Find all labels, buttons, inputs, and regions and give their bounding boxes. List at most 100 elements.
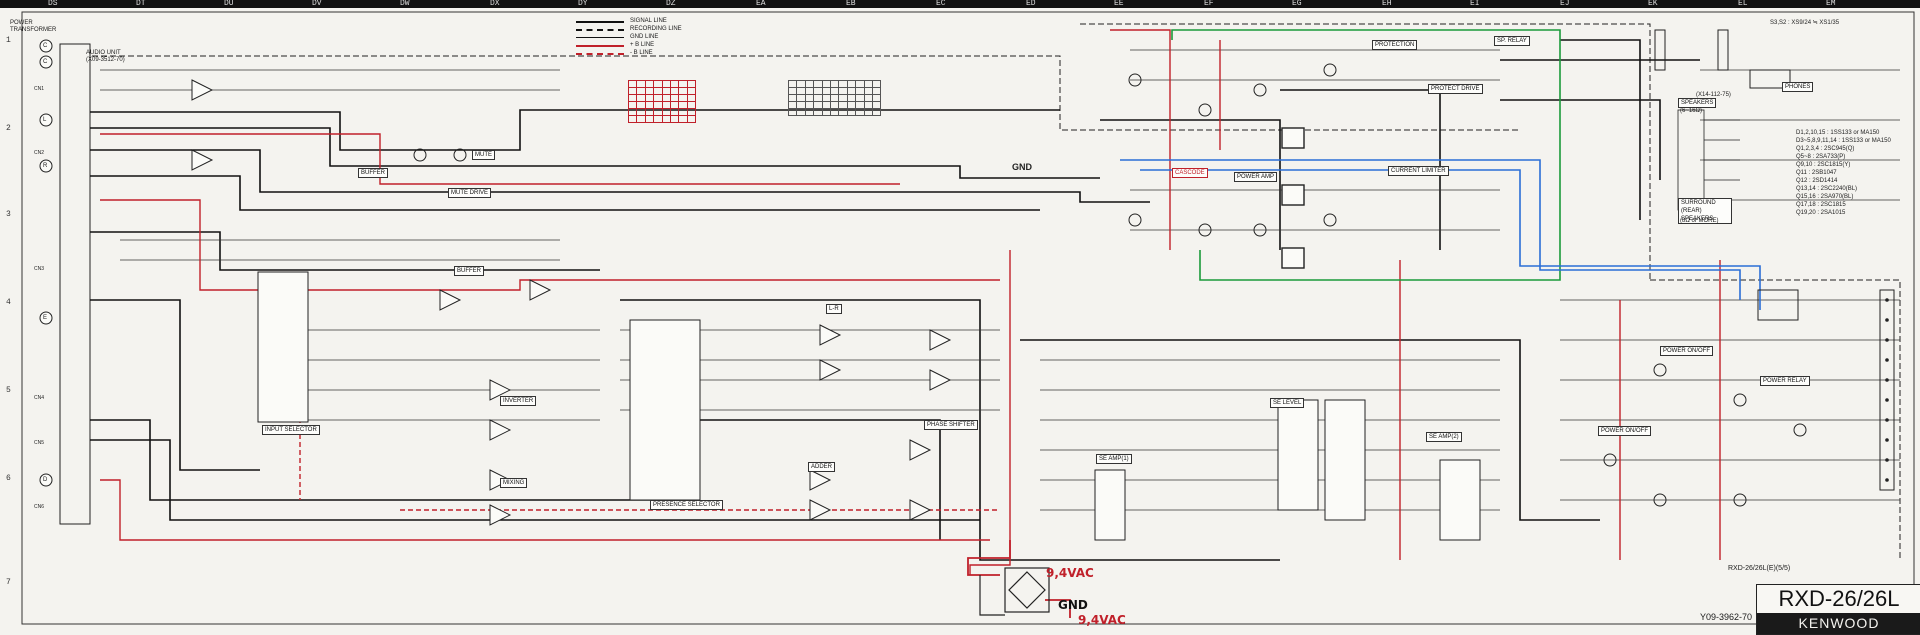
- block-se-amp2: SE AMP(2): [1426, 432, 1462, 442]
- version-note: Q17,18 : 2SC1815: [1796, 202, 1846, 208]
- legend-label: + B LINE: [630, 42, 655, 48]
- version-note: Q9,10 : 2SC1815(Y): [1796, 162, 1851, 168]
- legend-label: SIGNAL LINE: [630, 18, 667, 24]
- block-cascode: CASCODE: [1172, 168, 1208, 178]
- version-note: Q1,2,3,4 : 2SC945(Q): [1796, 146, 1855, 152]
- line-legend: SIGNAL LINE RECORDING LINE GND LINE + B …: [576, 18, 906, 58]
- row-number: 7: [6, 578, 11, 587]
- column-letter: EB: [846, 0, 856, 8]
- block-mute: MUTE: [472, 150, 495, 160]
- row-number: 4: [6, 298, 11, 307]
- speakers-impedance: (6~16Ω): [1680, 108, 1702, 114]
- column-letter: EA: [756, 0, 766, 8]
- block-lr: L-R: [826, 304, 842, 314]
- title-block: RXD-26/26L KENWOOD: [1756, 584, 1920, 635]
- block-protect-drive: PROTECT DRIVE: [1428, 84, 1483, 94]
- block-sp-relay: SP. RELAY: [1494, 36, 1530, 46]
- row-number: 3: [6, 210, 11, 219]
- block-current-limiter: CURRENT LIMITER: [1388, 166, 1449, 176]
- legend-entry: + B LINE: [576, 42, 876, 49]
- block-power-amp: POWER AMP: [1234, 172, 1278, 182]
- row-number: 6: [6, 474, 11, 483]
- column-letter: EG: [1292, 0, 1302, 8]
- version-note: D1,2,10,15 : 1SS133 or MA150: [1796, 130, 1880, 136]
- annotation-9-4vac-bottom: 9,4VAC: [1078, 613, 1126, 627]
- block-se-level: SE LEVEL: [1270, 398, 1305, 408]
- column-letter: DV: [312, 0, 322, 8]
- legend-swatch: [576, 53, 624, 55]
- jack-code: D: [43, 477, 48, 483]
- jack-code: R: [43, 163, 48, 169]
- column-letter: EM: [1826, 0, 1836, 8]
- block-power-relay: POWER RELAY: [1760, 376, 1810, 386]
- legend-label: - B LINE: [630, 50, 653, 56]
- column-letter: DU: [224, 0, 234, 8]
- legend-entry: GND LINE: [576, 34, 876, 41]
- column-letter: DW: [400, 0, 410, 8]
- block-buffer-top: BUFFER: [358, 168, 388, 178]
- page-reference: RXD-26/26L(E)(5/5): [1728, 565, 1791, 572]
- version-note: Q15,16 : 2SA970(BL): [1796, 194, 1854, 200]
- version-note: Q5~8 : 2SA733(P): [1796, 154, 1846, 160]
- legend-entry: SIGNAL LINE: [576, 18, 876, 25]
- legend-entry: RECORDING LINE: [576, 26, 876, 33]
- column-letter: EK: [1648, 0, 1658, 8]
- jack-label: CN5: [34, 440, 45, 446]
- block-adder: ADDER: [808, 462, 836, 472]
- legend-label: RECORDING LINE: [630, 26, 682, 32]
- version-table: [787, 80, 882, 116]
- jack-code: C: [43, 59, 48, 65]
- row-number: 5: [6, 386, 11, 395]
- jack-label: CN1: [34, 86, 45, 92]
- block-phase-shifter: PHASE SHIFTER: [924, 420, 978, 430]
- column-letter: EL: [1738, 0, 1748, 8]
- block-phones: PHONES: [1782, 82, 1814, 92]
- legend-entry: - B LINE: [576, 50, 876, 57]
- block-mute-drive: MUTE DRIVE: [448, 188, 492, 198]
- jack-code: L: [43, 117, 47, 123]
- row-number: 1: [6, 36, 11, 45]
- row-number: 2: [6, 124, 11, 133]
- version-table-red: [627, 80, 697, 123]
- gnd-label: GND: [1012, 162, 1032, 172]
- block-input-selector: INPUT SELECTOR: [262, 425, 320, 435]
- block-power-on-off: POWER ON/OFF: [1660, 346, 1713, 356]
- audio-unit-label: AUDIO UNIT: [86, 50, 121, 56]
- version-note: Q13,14 : 2SC2240(BL): [1796, 186, 1858, 192]
- column-letter: EJ: [1560, 0, 1570, 8]
- column-letter-strip: DS DT DU DV DW DX DY DZ EA EB EC ED EE E…: [0, 0, 1920, 8]
- version-note: Q12 : 2SD1414: [1796, 178, 1838, 184]
- block-surround-speakers: SURROUND (REAR) SPEAKERS: [1678, 198, 1732, 224]
- jack-label: CN4: [34, 395, 45, 401]
- annotation-gnd: GND: [1058, 598, 1088, 612]
- brand-name: KENWOOD: [1757, 613, 1920, 634]
- version-note: D3~5,8,9,11,14 : 1SS133 or MA150: [1796, 138, 1891, 144]
- column-letter: DZ: [666, 0, 676, 8]
- block-mixing: MIXING: [500, 478, 528, 488]
- block-protection: PROTECTION: [1372, 40, 1418, 50]
- column-letter: EH: [1382, 0, 1392, 8]
- block-inverter: INVERTER: [500, 396, 537, 406]
- legend-swatch: [576, 45, 624, 47]
- legend-swatch: [576, 29, 624, 31]
- audio-unit-code: (X09-3512-70): [86, 57, 125, 63]
- jack-label: CN6: [34, 504, 45, 510]
- legend-swatch: [576, 21, 624, 23]
- surround-impedance: (8Ω or MORE): [1680, 218, 1719, 224]
- right-unit-code: (X14-112-75): [1696, 92, 1731, 98]
- block-buffer-mid: BUFFER: [454, 266, 484, 276]
- column-letter: DT: [136, 0, 146, 8]
- column-letter: ED: [1026, 0, 1036, 8]
- block-power-on-off: POWER ON/OFF: [1598, 426, 1651, 436]
- legend-swatch: [576, 37, 624, 38]
- column-letter: DY: [578, 0, 588, 8]
- annotation-9-4vac-top: 9,4VAC: [1046, 566, 1094, 580]
- block-se-amp1: SE AMP(1): [1096, 454, 1132, 464]
- column-letter: EC: [936, 0, 946, 8]
- model-title: RXD-26/26L: [1778, 586, 1900, 611]
- jack-label: CN2: [34, 150, 45, 156]
- block-speakers: SPEAKERS: [1678, 98, 1717, 108]
- column-letter: DX: [490, 0, 500, 8]
- column-letter: EE: [1114, 0, 1124, 8]
